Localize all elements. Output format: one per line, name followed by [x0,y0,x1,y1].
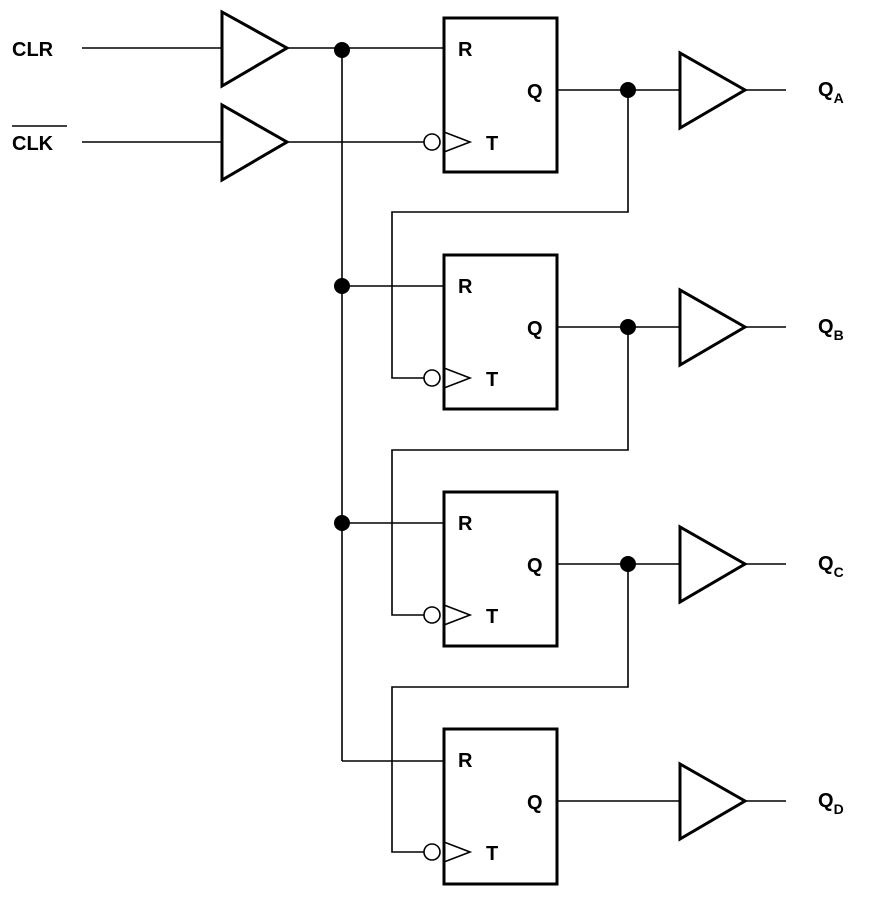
clk-input-label: CLK [12,133,54,155]
output-label-d: QD [818,790,844,817]
output-buffer-b [678,287,749,368]
flip-flop-b: R Q T [423,253,559,411]
ripple-wire-a-to-b [391,90,629,379]
output-label-a: QA [818,79,844,106]
flip-flop-a-clock-mark [443,131,473,153]
flip-flop-a-q-pin: Q [527,81,543,103]
flip-flop-b-t-pin: T [486,369,498,391]
flip-flop-d-q-pin: Q [527,792,543,814]
flip-flop-c-r-pin: R [458,513,473,535]
flip-flop-a-r-pin: R [458,39,473,61]
flip-flop-b-clock-mark [443,367,473,389]
clr-buffer [220,9,291,89]
output-buffer-c [678,524,749,605]
output-label-c: QC [818,553,844,580]
clr-input-label: CLR [12,39,54,61]
flip-flop-d-clock-mark [443,841,473,863]
flip-flop-c-clock-bubble [423,606,441,624]
clk-buffer [220,102,291,183]
flip-flop-d-clock-bubble [423,843,441,861]
output-buffer-d [678,761,749,842]
flip-flop-b-r-pin: R [458,276,473,298]
flip-flop-b-body [442,253,559,411]
clr-junction-b [334,278,350,294]
flip-flop-d-r-pin: R [458,750,473,772]
clr-junction-c [334,515,350,531]
output-label-b: QB [818,316,844,343]
flip-flop-d: R Q T [423,727,559,886]
flip-flop-a-body [442,16,559,174]
flip-flop-c: R Q T [423,490,559,648]
output-buffer-a [678,50,749,131]
flip-flop-b-q-pin: Q [527,318,543,340]
flip-flop-c-clock-mark [443,604,473,626]
flip-flop-d-body [442,727,559,886]
flip-flop-a-clock-bubble [423,133,441,151]
flip-flop-d-t-pin: T [486,843,498,865]
clr-junction-a [334,42,350,58]
ripple-wire-c-to-d [391,564,629,853]
ripple-wire-b-to-c [391,327,629,616]
flip-flop-c-t-pin: T [486,606,498,628]
flip-flop-a: R Q T [423,16,559,174]
flip-flop-c-q-pin: Q [527,555,543,577]
flip-flop-a-t-pin: T [486,133,498,155]
flip-flop-b-clock-bubble [423,369,441,387]
flip-flop-c-body [442,490,559,648]
